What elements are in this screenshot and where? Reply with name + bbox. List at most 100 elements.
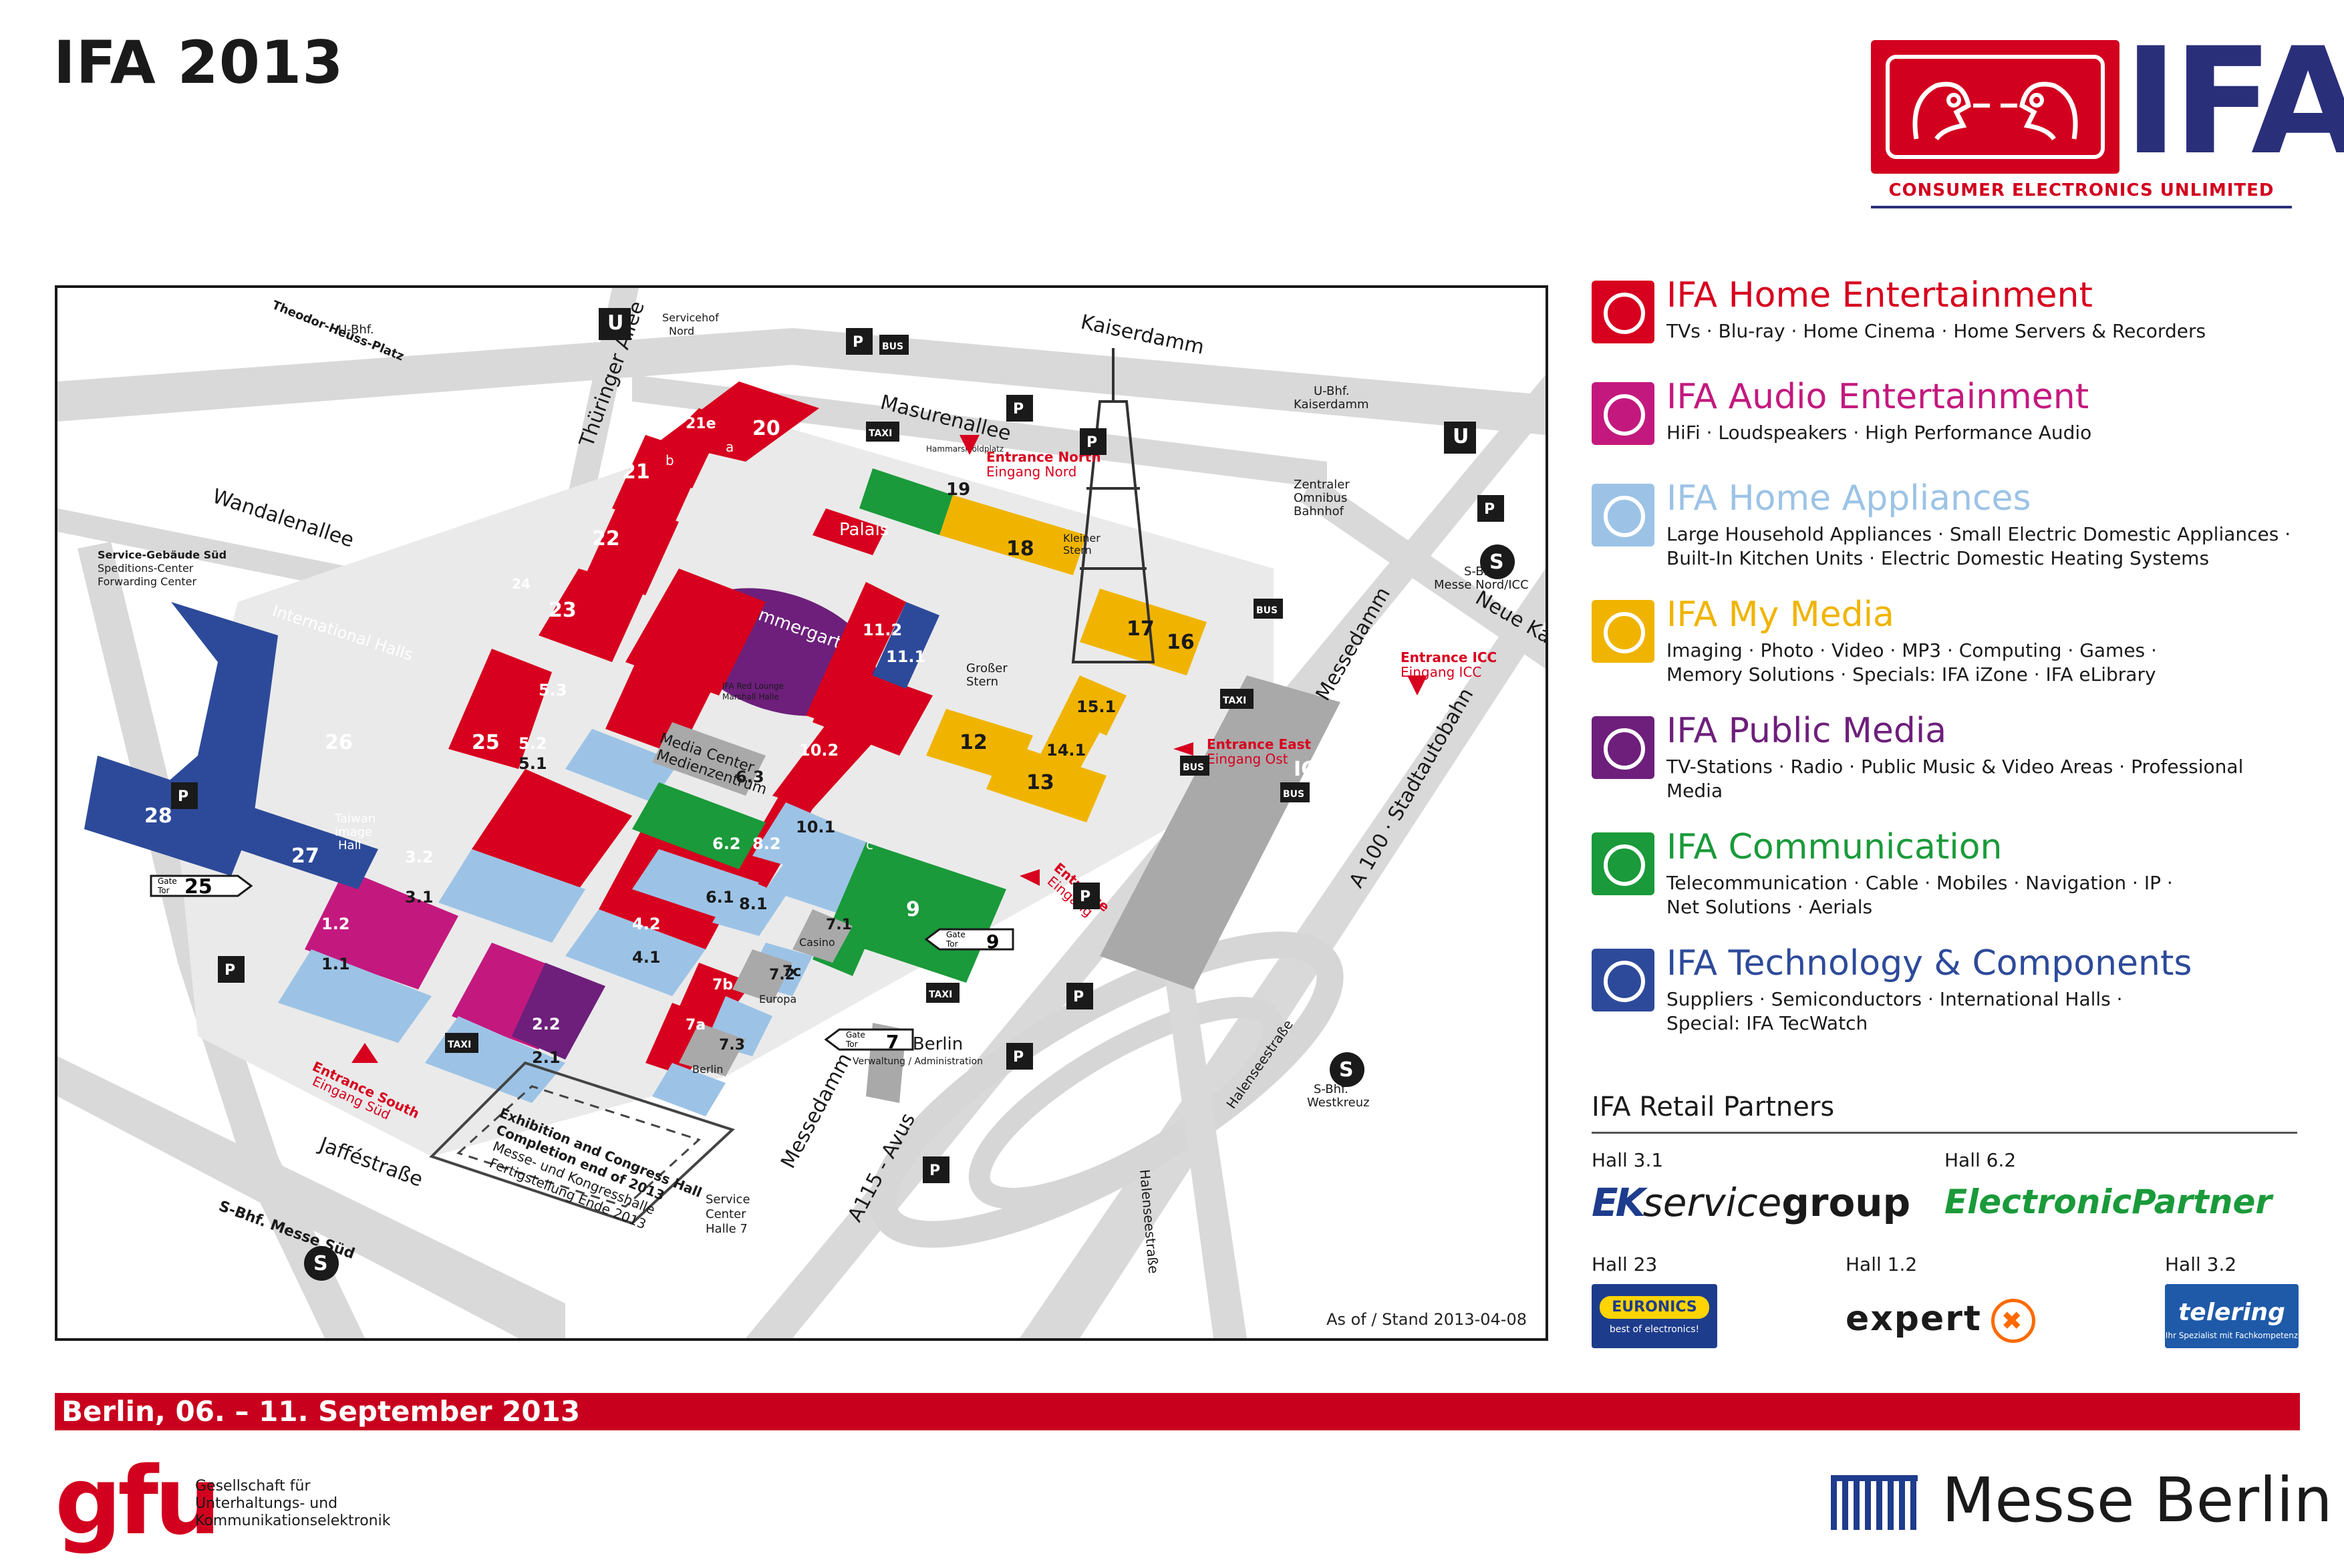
entrance-east-a[interactable]: Entrance East (1207, 736, 1312, 752)
parking-icon[interactable] (1066, 983, 1093, 1009)
radio-tower-icon (1071, 348, 1155, 663)
parking-icon[interactable] (1477, 495, 1504, 522)
sbahn-icon[interactable] (1480, 544, 1515, 579)
hall-8-1[interactable] (712, 876, 786, 936)
site-map[interactable]: Sommergarten (55, 285, 1548, 1341)
label-hall-22: 22 (592, 527, 620, 551)
hall-18[interactable] (939, 495, 1086, 575)
label-berlin: Berlin (692, 1063, 723, 1076)
bus-icon[interactable] (1254, 599, 1283, 619)
expert-name: expert (1846, 1299, 1982, 1339)
parking-icon[interactable] (218, 956, 245, 983)
speaker-icon (1592, 382, 1654, 445)
hall-6-3[interactable] (652, 722, 766, 796)
messe-berlin-logo[interactable]: Messe Berlin (1831, 1464, 2333, 1537)
gate-25-sign[interactable] (150, 875, 253, 897)
hall-27[interactable] (238, 809, 378, 889)
label-servicehof: Servicehof (662, 311, 719, 324)
label-hall-24: 24 (512, 576, 531, 592)
hall-10-2[interactable] (772, 716, 879, 809)
taxi-icon[interactable] (1220, 689, 1254, 709)
hall-1-1[interactable] (278, 949, 432, 1043)
hall-7-3[interactable] (679, 1023, 746, 1076)
parking-icon[interactable] (1006, 1043, 1033, 1070)
hall-19-green[interactable] (859, 468, 953, 535)
hall-sections: a b c (666, 439, 873, 852)
label-lounge-b: Marshall Halle (722, 692, 779, 701)
hall-2-2-public[interactable] (512, 963, 605, 1060)
sbahn-icon[interactable] (1330, 1052, 1364, 1087)
label-lounge-a: IFA Red Lounge (722, 681, 784, 691)
hall-6-2[interactable] (632, 782, 766, 869)
parking-label: P (1086, 434, 1097, 451)
entrance-icc-a[interactable]: Entrance ICC (1401, 649, 1497, 665)
icc-building[interactable] (1100, 675, 1340, 989)
hall-11-1[interactable] (873, 602, 939, 689)
taxi-icon[interactable] (926, 983, 960, 1003)
gfu-logo[interactable]: gfu Gesellschaft für Unterhaltungs- und … (55, 1447, 456, 1556)
hall-14-1[interactable] (1040, 716, 1100, 769)
hall-5-3[interactable] (625, 569, 766, 695)
palais[interactable] (813, 508, 886, 555)
hall-21[interactable] (612, 435, 706, 528)
hall-7-1[interactable] (792, 909, 853, 963)
parking-icon[interactable] (1073, 883, 1100, 909)
hall-17-16[interactable] (1080, 589, 1207, 675)
arrow-east-icon (1173, 742, 1193, 756)
hall-12[interactable] (926, 709, 1033, 782)
hall-3-1[interactable] (438, 849, 585, 943)
parking-icon[interactable] (1080, 428, 1107, 455)
bus-icon[interactable] (879, 335, 909, 355)
hall-7-2[interactable] (732, 949, 792, 1003)
label-taiwan-b: image (335, 825, 372, 839)
hall-23[interactable] (539, 569, 645, 662)
hall-7-a[interactable] (645, 1003, 726, 1076)
legend-desc: HiFi · Loudspeakers · High Performance A… (1666, 422, 2092, 444)
label-hall-21: 21 (622, 460, 650, 484)
electronicpartner-logo[interactable]: ElectronicPartner (1944, 1183, 2273, 1221)
gate-9-sign[interactable] (924, 928, 1014, 951)
roads (57, 288, 1546, 1338)
hall-22[interactable] (585, 502, 679, 595)
label-hall-4-2: 4.2 (632, 915, 661, 933)
label-hall-6-2: 6.2 (712, 834, 741, 853)
label-taiwan-c: Hall (338, 838, 361, 852)
hall-1-2[interactable] (305, 869, 458, 989)
ek-servicegroup-logo[interactable]: EKservicegroup (1592, 1180, 1910, 1225)
taxi-icon[interactable] (866, 422, 899, 442)
hall-26[interactable] (144, 602, 278, 836)
gate-9-c: 9 (986, 931, 999, 953)
bus-label: BUS (1283, 789, 1304, 800)
partners-title: IFA Retail Partners (1592, 1092, 1835, 1122)
bus-icon[interactable] (1180, 756, 1209, 776)
hall-4-1[interactable] (565, 909, 706, 996)
hall-28[interactable] (84, 756, 258, 876)
hall-15-1[interactable] (1060, 675, 1127, 736)
hall-3-2[interactable] (472, 769, 632, 889)
telering-logo[interactable]: telering Ihr Spezialist mit Fachkompeten… (2165, 1284, 2299, 1348)
sbahn-icon[interactable] (304, 1246, 339, 1281)
parking-icon[interactable] (171, 782, 198, 809)
bus-icon[interactable] (1280, 782, 1310, 802)
label-hall-2-2: 2.2 (532, 1015, 561, 1034)
street-wandalenallee: Wandalenallee (210, 484, 357, 552)
entrance-north-b: Eingang Nord (986, 464, 1076, 480)
parking-label: P (1013, 401, 1024, 418)
expert-logo[interactable]: expert (1846, 1299, 2035, 1343)
gate-7-sign[interactable] (824, 1028, 914, 1051)
gate-25-a: Gate (158, 877, 177, 886)
parking-icon[interactable] (1006, 395, 1033, 422)
parking-icon[interactable] (923, 1156, 949, 1183)
hall-10-1[interactable] (752, 802, 833, 869)
ubahn-icon[interactable] (599, 308, 631, 340)
euronics-logo[interactable]: EURONICS best of electronics! (1592, 1284, 1717, 1348)
taxi-icon[interactable] (445, 1033, 478, 1053)
legend-name: IFA My Media (1666, 595, 1894, 635)
parking-label: P (1080, 889, 1090, 905)
label-sbhf-west-a: S-Bhf. (1314, 1082, 1348, 1096)
hall-5-1[interactable] (565, 729, 679, 802)
hall-7-a-appl[interactable] (652, 1063, 726, 1116)
parking-icon[interactable] (846, 328, 873, 355)
hall-25[interactable] (448, 649, 552, 769)
ubahn-icon[interactable] (1444, 422, 1476, 454)
